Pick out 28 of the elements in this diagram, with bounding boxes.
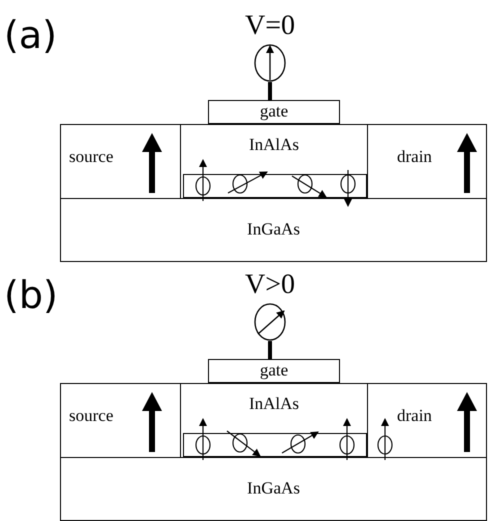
- voltage-label: V>0: [244, 269, 296, 301]
- layer-label: InGaAs: [247, 478, 300, 499]
- panel-label: (b): [4, 276, 58, 314]
- layer-label: source: [69, 147, 114, 167]
- gate-electrode: [208, 359, 340, 383]
- voltage-label: V=0: [244, 10, 296, 42]
- inalas-layer: [180, 124, 368, 199]
- layer-label: InAlAs: [248, 135, 300, 155]
- drain-contact: [367, 383, 487, 458]
- ingaas-substrate: [60, 198, 487, 262]
- layer-label: gate: [260, 360, 288, 381]
- layer-label: source: [69, 406, 114, 426]
- gate-electrode: [208, 100, 340, 124]
- layer-label: drain: [397, 406, 432, 426]
- inalas-layer: [180, 383, 368, 458]
- panel-label: (a): [4, 16, 57, 54]
- source-contact: [60, 124, 181, 199]
- voltmeter-circle: [254, 303, 286, 341]
- voltmeter-circle: [254, 44, 286, 82]
- layer-label: gate: [260, 102, 288, 122]
- layer-label: drain: [397, 147, 432, 167]
- connector-line: [268, 341, 272, 359]
- source-contact: [60, 383, 181, 458]
- layer-label: InGaAs: [247, 220, 300, 240]
- connector-line: [268, 82, 272, 100]
- drain-contact: [367, 124, 487, 199]
- layer-label: InAlAs: [248, 394, 300, 414]
- ingaas-substrate: [60, 457, 487, 521]
